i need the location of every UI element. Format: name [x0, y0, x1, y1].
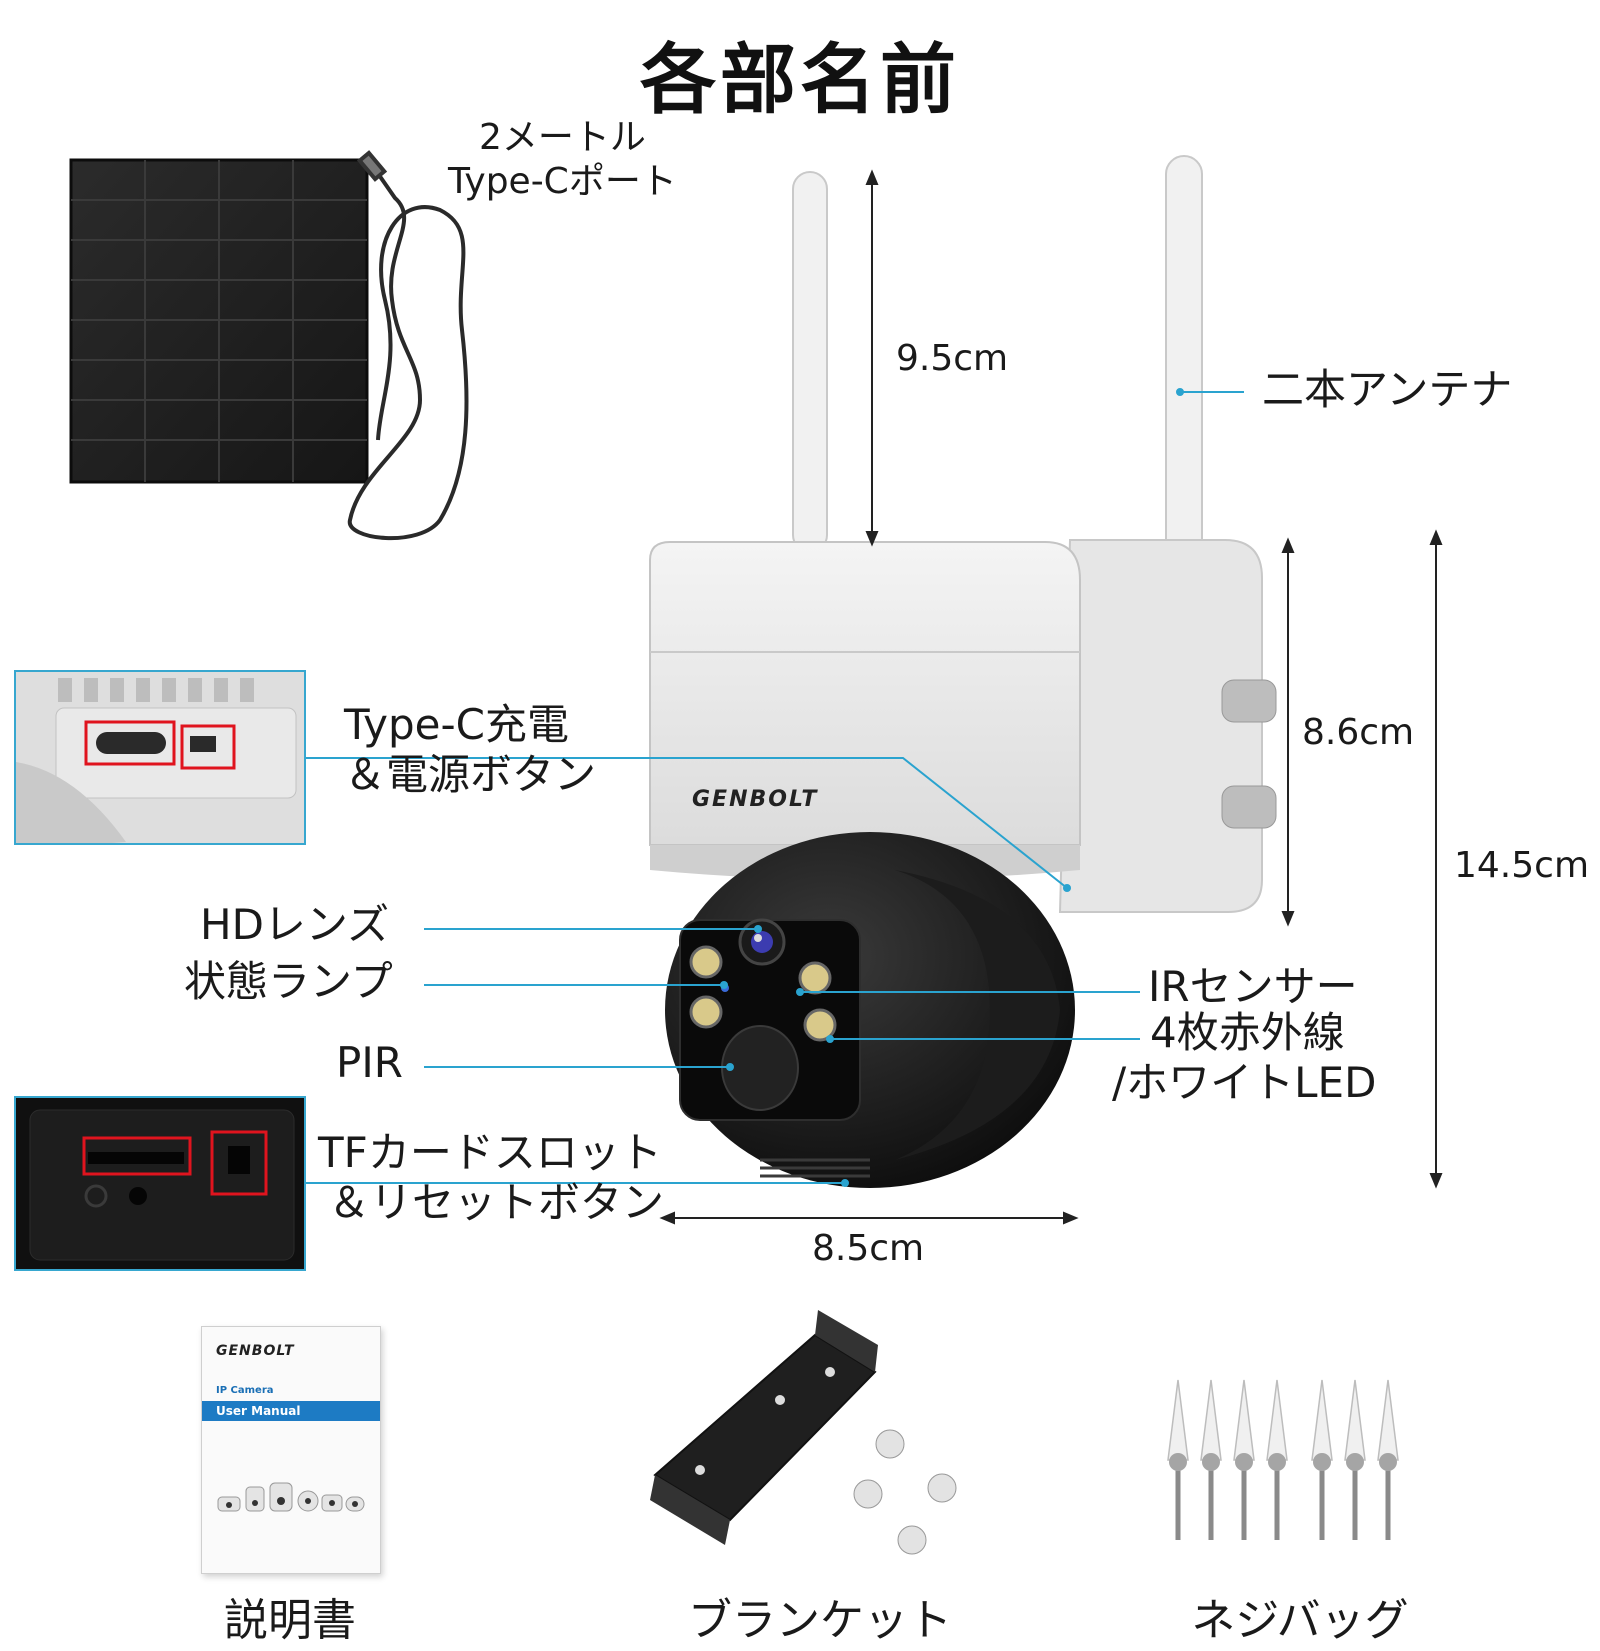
- typec-label-line2: ＆電源ボタン: [344, 749, 597, 799]
- manual-brand: GENBOLT: [216, 1343, 295, 1359]
- mounting-bracket: [650, 1310, 957, 1555]
- screw-set: [1167, 1379, 1399, 1540]
- manual-cameras-illustration: [217, 1482, 365, 1512]
- typec-port-inset: [14, 670, 306, 845]
- manual-subtitle: IP Camera: [216, 1385, 274, 1396]
- led-array: [689, 945, 837, 1042]
- width-dimension: 8.5cm: [812, 1228, 925, 1269]
- cable-port-label: 2メートル Type-Cポート: [448, 116, 677, 204]
- antenna-left: [792, 171, 828, 553]
- total-height-dimension: 14.5cm: [1454, 845, 1590, 886]
- pir-label: PIR: [336, 1038, 403, 1087]
- tf-slot-label: TFカードスロット ＆リセットボタン: [318, 1128, 664, 1227]
- hd-lens-label: HDレンズ: [200, 900, 390, 949]
- manual-heading-band: User Manual: [202, 1401, 380, 1421]
- cable-port-label-line2: Type-Cポート: [448, 160, 677, 202]
- camera-brand-logo: GENBOLT: [692, 787, 819, 812]
- led-label: 4枚赤外線 /ホワイトLED: [1112, 1008, 1376, 1107]
- tf-slot-label-line1: TFカードスロット: [318, 1128, 662, 1177]
- manual-heading: User Manual: [216, 1404, 301, 1418]
- led-label-line2: /ホワイトLED: [1112, 1057, 1377, 1107]
- usb-cable: [347, 150, 469, 540]
- dimension-arrows: [659, 169, 1443, 1225]
- leader-lines: [303, 388, 1244, 1187]
- ir-sensor-label: IRセンサー: [1148, 962, 1358, 1011]
- manual-caption: 説明書: [224, 1595, 356, 1646]
- status-lamp-label: 状態ランプ: [184, 957, 393, 1006]
- typec-label: Type-C充電 ＆電源ボタン: [344, 700, 596, 799]
- cable-port-label-line1: 2メートル: [478, 117, 646, 158]
- camera-mount: [1058, 539, 1277, 913]
- camera-head: [649, 541, 1081, 880]
- page-title: 各部名前: [640, 35, 960, 124]
- typec-label-line1: Type-C充電: [344, 700, 569, 749]
- led-label-line1: 4枚赤外線: [1150, 1008, 1345, 1057]
- hd-lens: [738, 918, 786, 966]
- camera-ball: [665, 832, 1075, 1188]
- screws-caption: ネジバッグ: [1191, 1595, 1409, 1646]
- antenna-label: 二本アンテナ: [1262, 365, 1513, 414]
- solar-panel: [69, 158, 369, 484]
- body-height-dimension: 8.6cm: [1302, 712, 1415, 753]
- user-manual-booklet: GENBOLT IP Camera User Manual: [201, 1326, 381, 1574]
- antenna-height-dimension: 9.5cm: [896, 338, 1009, 379]
- tf-slot-inset: [14, 1096, 306, 1271]
- tf-slot-label-line2: ＆リセットボタン: [328, 1177, 665, 1227]
- bracket-caption: ブランケット: [688, 1595, 952, 1646]
